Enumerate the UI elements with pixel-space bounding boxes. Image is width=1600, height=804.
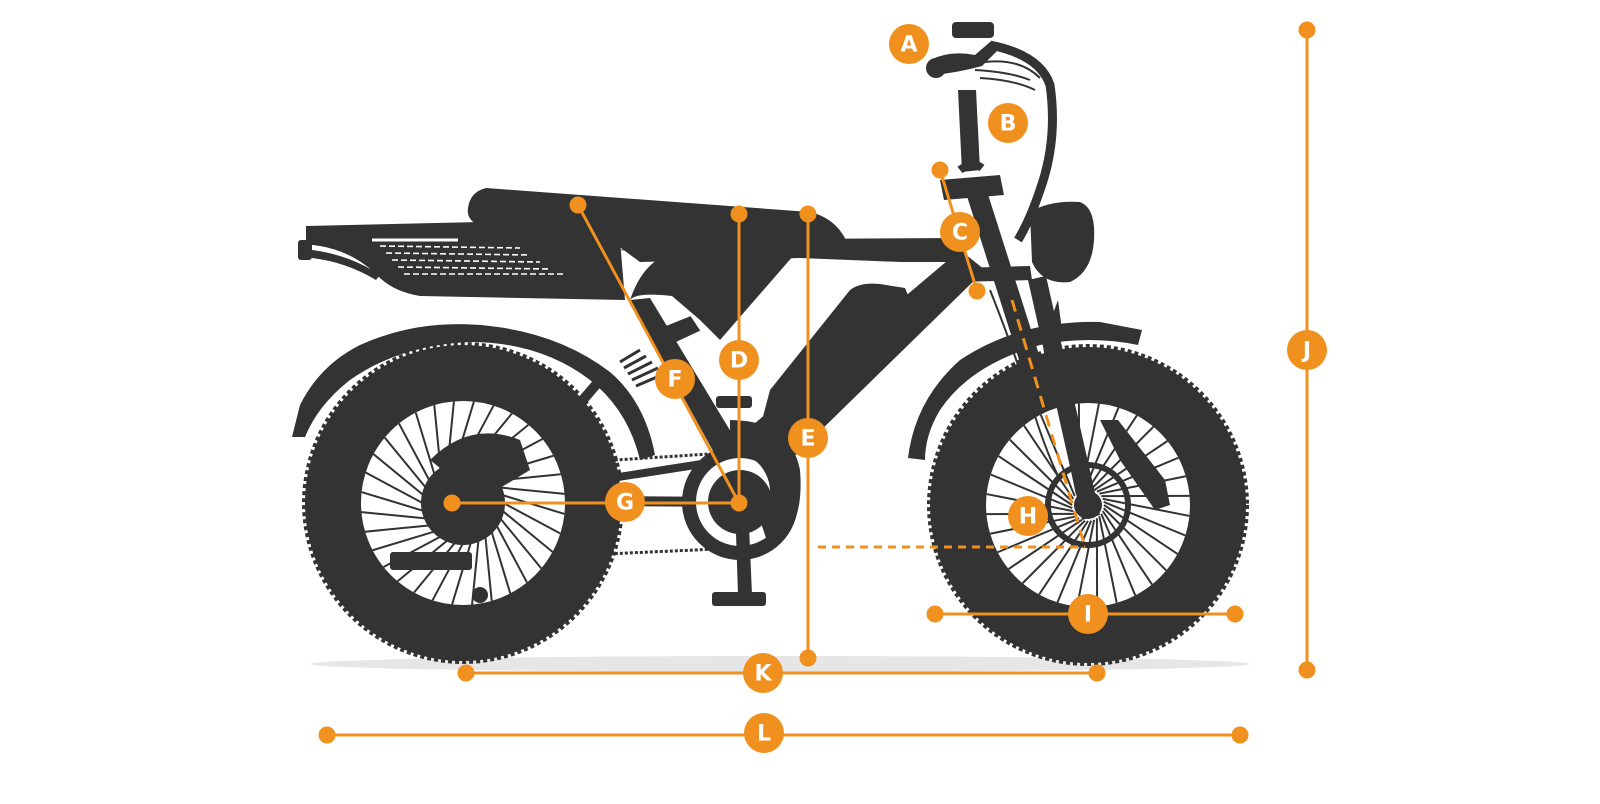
svg-text:F: F bbox=[667, 368, 682, 393]
svg-text:E: E bbox=[800, 427, 815, 452]
badge-A: A bbox=[889, 24, 929, 64]
badge-D: D bbox=[719, 340, 759, 380]
badge-H: H bbox=[1008, 496, 1048, 536]
svg-text:L: L bbox=[757, 722, 771, 747]
badge-G: G bbox=[605, 482, 645, 522]
badge-E: E bbox=[788, 418, 828, 458]
badge-L: L bbox=[744, 713, 784, 753]
svg-text:I: I bbox=[1084, 603, 1092, 628]
svg-text:K: K bbox=[754, 662, 772, 687]
badge-K: K bbox=[743, 653, 783, 693]
svg-text:A: A bbox=[900, 33, 917, 58]
svg-text:G: G bbox=[616, 491, 634, 516]
badge-C: C bbox=[940, 212, 980, 252]
svg-text:D: D bbox=[730, 349, 748, 374]
svg-text:H: H bbox=[1019, 505, 1037, 530]
badge-I: I bbox=[1068, 594, 1108, 634]
svg-text:B: B bbox=[1000, 112, 1017, 137]
badge-J: J bbox=[1287, 330, 1327, 370]
badge-F: F bbox=[655, 359, 695, 399]
badge-B: B bbox=[988, 103, 1028, 143]
headlight bbox=[1030, 202, 1094, 283]
svg-text:C: C bbox=[952, 221, 968, 246]
svg-text:J: J bbox=[1301, 339, 1311, 364]
